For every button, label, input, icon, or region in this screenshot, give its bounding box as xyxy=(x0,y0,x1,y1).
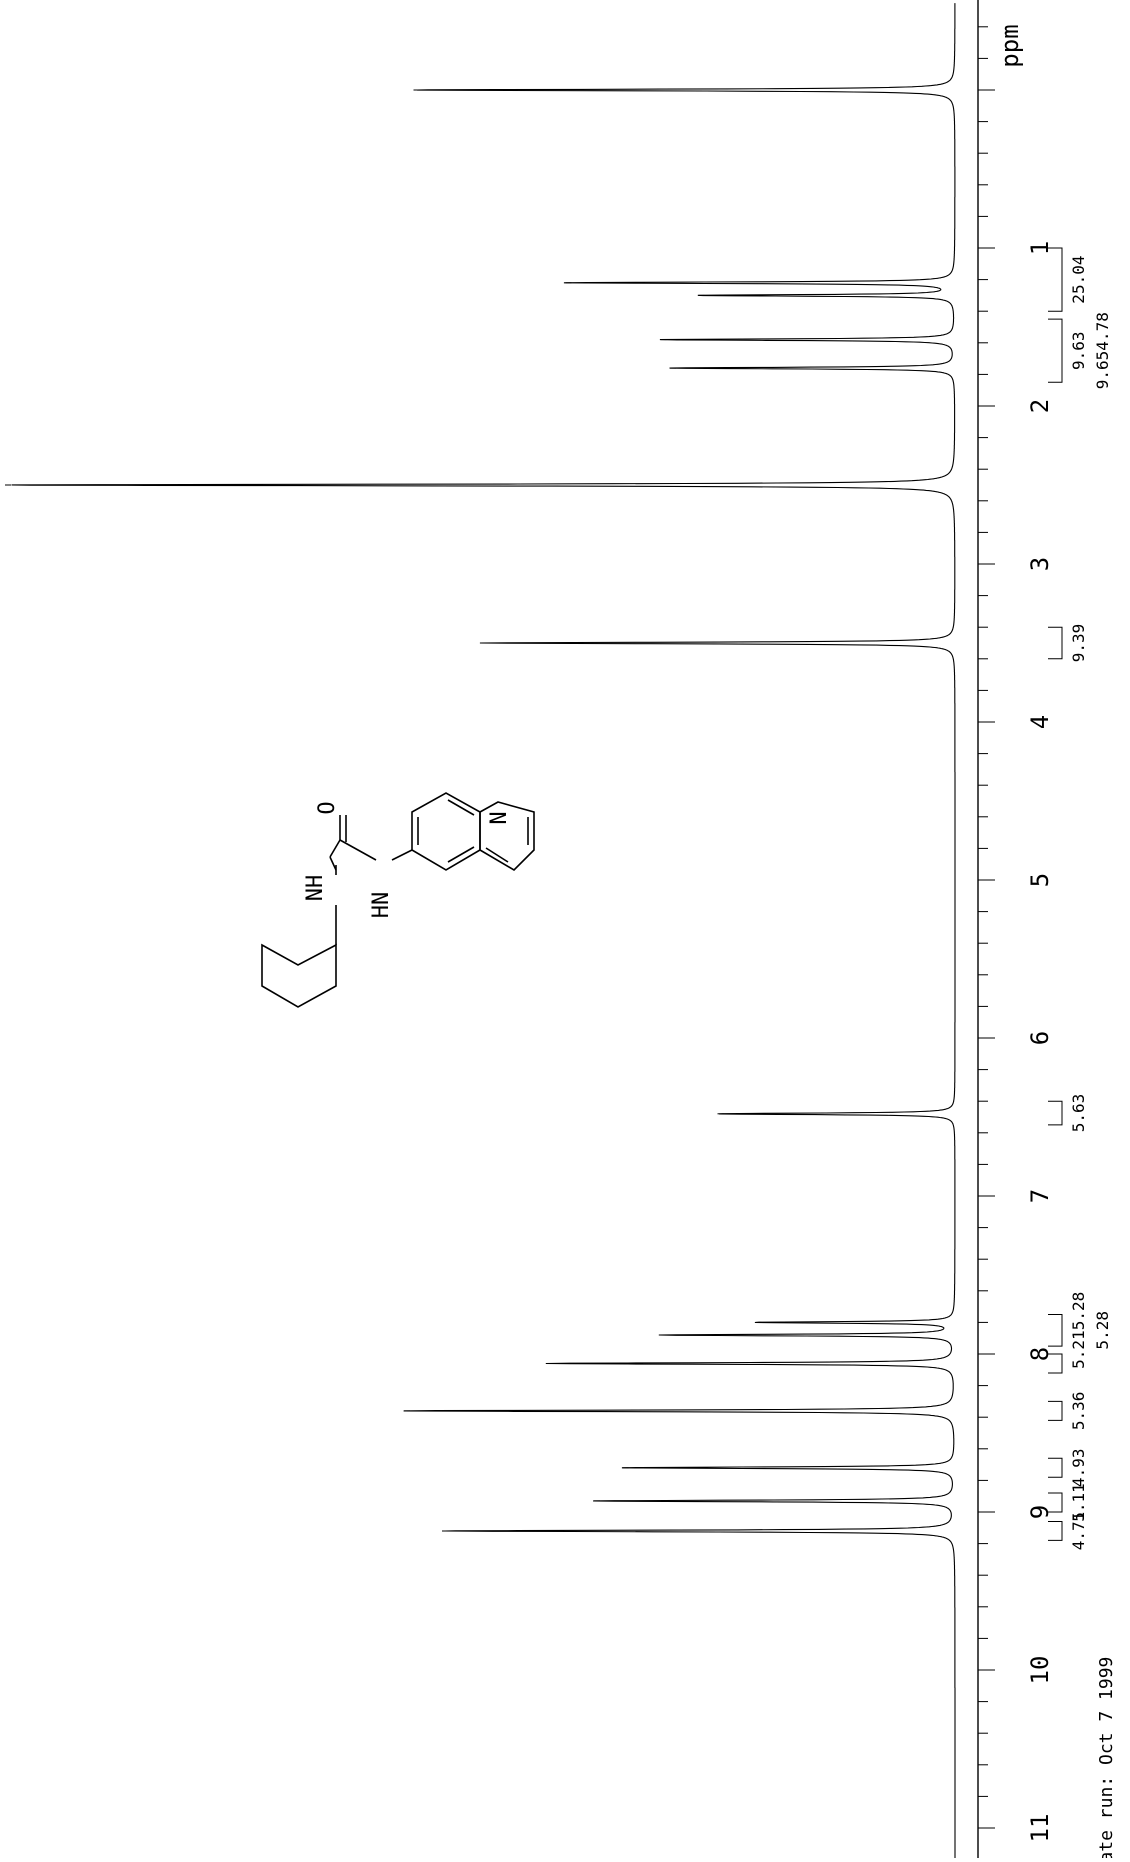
ppm-tick-label: 11 xyxy=(1026,1814,1054,1843)
integral-bracket xyxy=(1048,1521,1063,1541)
ppm-tick-labels: 1 2 3 4 5 6 7 8 9 10 11 xyxy=(1026,241,1054,1843)
integral-label: 5.28 xyxy=(1093,1311,1112,1350)
ppm-tick-label: 7 xyxy=(1026,1189,1054,1203)
ppm-tick-label: 3 xyxy=(1026,557,1054,571)
ppm-tick-label: 1 xyxy=(1026,241,1054,255)
axis-unit-label: ppm xyxy=(996,24,1024,67)
ppm-tick-label: 2 xyxy=(1026,399,1054,413)
integral-bracket xyxy=(1048,1492,1063,1513)
integral-label: 25.04 xyxy=(1069,256,1088,304)
ppm-tick-label: 4 xyxy=(1026,715,1054,729)
ppm-tick-label: 8 xyxy=(1026,1347,1054,1361)
integral-bracket xyxy=(1048,626,1063,660)
integral-label: 5.63 xyxy=(1069,1094,1088,1133)
integral-label: 5.11 xyxy=(1069,1483,1088,1522)
ppm-tick-label: 5 xyxy=(1026,873,1054,887)
quinoline-benzo-ring xyxy=(411,792,481,871)
chemical-structure xyxy=(261,792,535,1008)
bond-nh-carbonyl xyxy=(329,856,337,871)
integral-bracket xyxy=(1048,1353,1063,1374)
date-run-label: Date run: Oct 7 1999 xyxy=(1096,1657,1117,1858)
ppm-tick-label: 10 xyxy=(1026,1656,1054,1685)
integral-label: 9.63 xyxy=(1069,331,1088,370)
spectrum-peaks xyxy=(5,89,762,1532)
integral-bracket xyxy=(1048,247,1063,312)
integral-label: 9.39 xyxy=(1069,624,1088,663)
spectrum-trace xyxy=(11,3,956,1862)
integral-bracket xyxy=(1048,1400,1063,1421)
quinoline-pyridine-ring xyxy=(479,801,535,872)
integral-label: 5.36 xyxy=(1069,1392,1088,1431)
ppm-ticks xyxy=(978,26,995,1861)
bond-c-hn xyxy=(339,839,377,861)
quinoline-benzo-double-2 xyxy=(447,799,475,816)
integral-bracket xyxy=(1048,1314,1063,1347)
integral-bracket xyxy=(1048,318,1063,383)
atom-label-o: O xyxy=(315,801,340,814)
quinoline-pyridine-double-2 xyxy=(485,847,509,863)
quinoline-benzo-double-3 xyxy=(447,846,475,863)
integral-label: 9.654.78 xyxy=(1093,312,1112,389)
integral-brackets xyxy=(1048,247,1063,1541)
cyclohexane-ring xyxy=(261,943,337,1008)
integral-labels: 25.04 9.63 9.654.78 9.39 5.63 5.215.28 5.28 5.3… xyxy=(1069,256,1112,1551)
integral-label: 5.215.28 xyxy=(1069,1292,1088,1369)
ppm-tick-label: 6 xyxy=(1026,1031,1054,1045)
ppm-tick-label: 9 xyxy=(1026,1505,1054,1519)
integral-bracket xyxy=(1048,1100,1063,1126)
atom-label-hn: HN xyxy=(369,892,394,919)
bond-carbonyl-c xyxy=(329,839,341,858)
atom-label-n: N xyxy=(487,811,512,824)
bond-hn-aryl xyxy=(391,849,413,861)
integral-bracket xyxy=(1048,1457,1063,1478)
atom-label-nh: NH xyxy=(303,875,328,902)
integral-label: 4.71 xyxy=(1069,1512,1088,1551)
integral-label: 4.93 xyxy=(1069,1449,1088,1488)
